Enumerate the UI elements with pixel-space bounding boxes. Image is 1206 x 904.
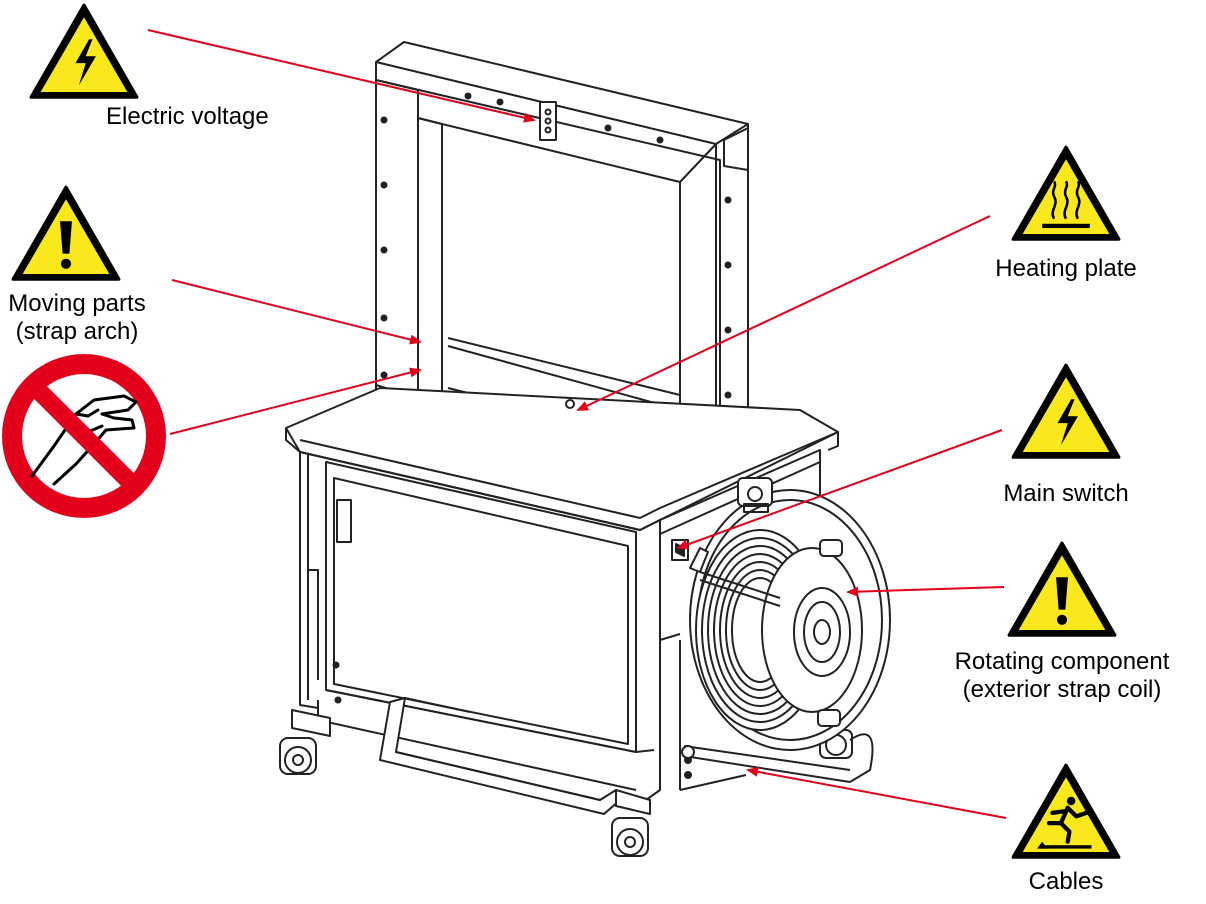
strapping-machine [279, 41, 891, 857]
label-cables: Cables [1028, 868, 1104, 895]
label-rotating-line1: Rotating component [954, 648, 1170, 675]
no-hands-prohibition-icon [2, 354, 166, 518]
trip-hazard-warning-icon [1011, 763, 1121, 859]
label-moving-parts: Moving parts (strap arch) [0, 290, 162, 346]
casters [279, 709, 853, 857]
label-moving-parts-line2: (strap arch) [15, 318, 139, 345]
table-top [285, 387, 839, 531]
main-switch-box [671, 539, 689, 561]
arrow-rotating-component [846, 586, 1005, 597]
machine-cabinet [299, 449, 821, 801]
arrow-electric-voltage [147, 29, 536, 123]
coil-bracket [737, 477, 773, 513]
foot-bar [379, 697, 621, 815]
arrow-heating-plate [576, 215, 991, 411]
strap-arch [375, 41, 749, 469]
arrow-cables [746, 766, 1007, 819]
label-moving-parts-line1: Moving parts [8, 290, 146, 317]
callout-arrows [147, 29, 1007, 819]
strap-coil [681, 489, 891, 783]
arrow-moving-parts [171, 279, 422, 345]
hot-surface-warning-icon [1011, 145, 1121, 241]
label-rotating-line2: (exterior strap coil) [962, 676, 1162, 703]
label-heating-plate: Heating plate [995, 255, 1137, 282]
arrow-main-switch [676, 429, 1003, 550]
exclamation-warning-icon [1007, 541, 1117, 637]
label-rotating-component: Rotating component (exterior strap coil) [920, 648, 1204, 704]
label-main-switch: Main switch [1003, 480, 1129, 507]
arrow-no-hands [169, 367, 422, 435]
lightning-warning-icon [1011, 363, 1121, 459]
lightning-warning-icon [29, 3, 139, 99]
label-electric-voltage: Electric voltage [106, 103, 269, 130]
exclamation-warning-icon [11, 185, 121, 281]
